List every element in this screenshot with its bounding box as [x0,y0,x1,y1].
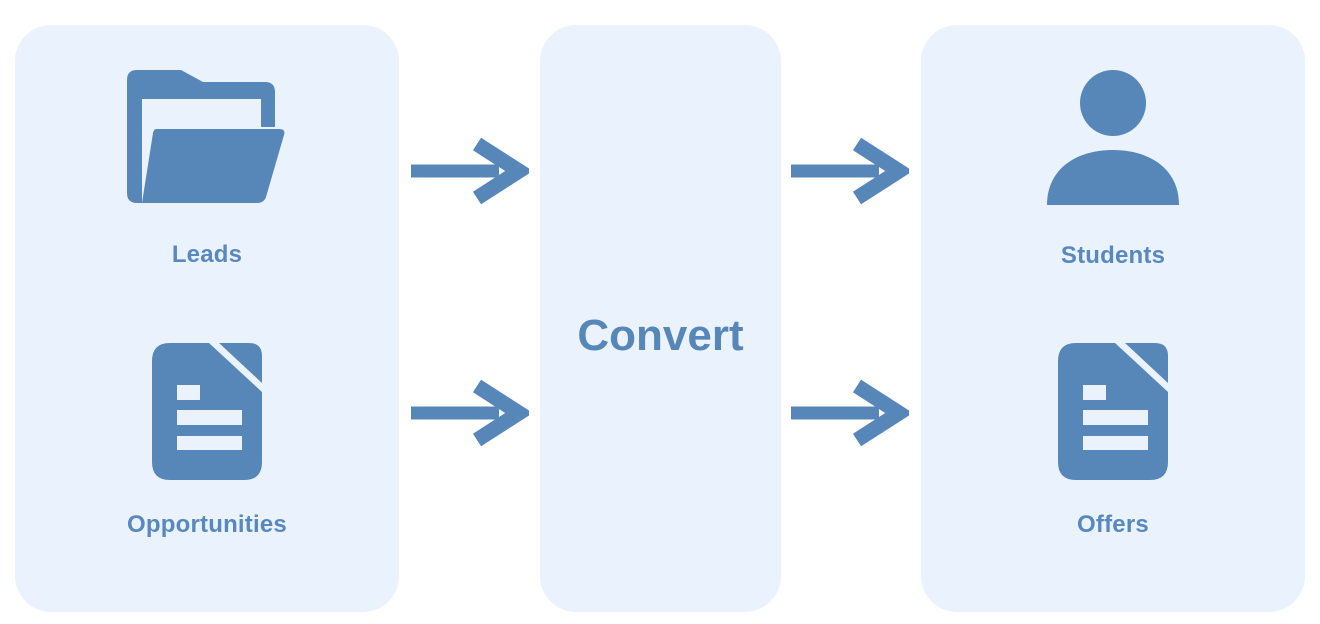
person-icon [1046,70,1180,205]
arrow-right-icon [791,379,909,447]
arrow-right-icon [411,137,529,205]
arrow-right-icon [411,379,529,447]
convert-label: Convert [577,311,744,360]
students-node: Students [921,70,1305,271]
offers-label: Offers [1077,511,1149,538]
convert-panel: Convert [540,25,781,612]
opportunities-label: Opportunities [127,511,287,538]
sources-panel: Leads Opportunities [15,25,399,612]
offers-node: Offers [921,343,1305,540]
folder-open-icon [127,70,287,204]
leads-label: Leads [171,241,243,268]
leads-node: Leads [15,70,399,270]
opportunities-node: Opportunities [15,343,399,540]
students-label: Students [1060,242,1166,269]
arrow-right-icon [791,137,909,205]
document-icon [152,343,262,480]
results-panel: Students Offers [921,25,1305,612]
document-icon [1058,343,1168,480]
